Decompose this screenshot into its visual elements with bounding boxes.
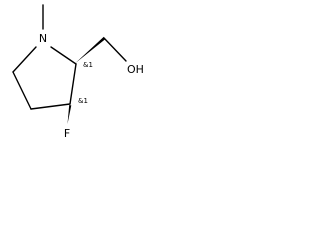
hydroxyl-label: OH	[127, 63, 144, 76]
c2-n-bond	[50, 46, 77, 65]
c2-ch2-wedge-bond	[75, 36, 106, 64]
n-c5-bond	[12, 46, 37, 73]
c5-c4-bond	[12, 71, 32, 110]
c3-f-wedge-bond	[67, 105, 72, 124]
c3-stereo-label: &1	[78, 97, 88, 105]
c4-c3-bond	[30, 103, 71, 110]
bonds	[12, 4, 127, 110]
fluorine-label: F	[64, 127, 70, 140]
chemical-structure: N F OH &1 &1	[12, 4, 144, 140]
nitrogen-label: N	[39, 32, 47, 45]
ch2-o-bond	[103, 37, 127, 62]
c2-stereo-label: &1	[83, 61, 93, 69]
c3-c2-bond	[69, 63, 77, 105]
